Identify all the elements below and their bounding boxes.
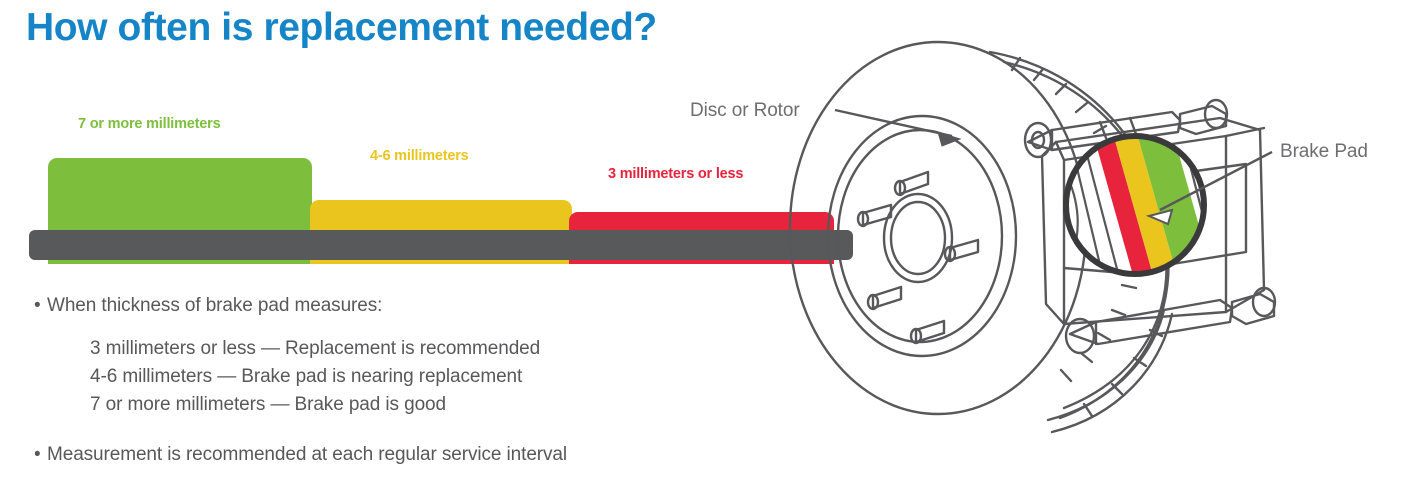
caliper-upper-bolt [1023,98,1229,159]
list-item: • When thickness of brake pad measures: [34,292,734,319]
arrowhead-disc [937,131,962,147]
bar-label-yellow: 4-6 millimeters [370,148,469,164]
lug-studs [856,170,980,345]
leader-line-disc [834,108,953,138]
magnifier-ring [1063,133,1207,277]
bullet-intro-text: When thickness of brake pad measures: [47,295,383,316]
bullet-dot-icon: • [34,444,41,465]
brake-assembly-illustration: Disc or Rotor Brake Pad [660,0,1410,479]
list-item: 3 millimeters or less — Replacement is r… [90,338,541,359]
bar-baseline-plate [29,230,853,260]
bullet-closing-text: Measurement is recommended at each regul… [47,444,568,465]
pad-band-red [1092,136,1156,274]
bullet-list: • When thickness of brake pad measures: … [34,292,734,468]
list-item: 7 or more millimeters — Brake pad is goo… [90,394,446,415]
brake-pad-magnifier [1063,133,1207,277]
brake-rotor-drawing [788,40,1277,434]
callout-label-brake-pad: Brake Pad [1280,141,1368,162]
caliper-lower-bolt [1064,286,1277,355]
thickness-sub-list: 3 millimeters or less — Replacement is r… [90,335,734,419]
rotor-face-outline [788,40,1088,416]
bar-label-red: 3 millimeters or less [608,166,744,182]
pad-band-yellow [1112,136,1180,274]
bar-label-green: 7 or more millimeters [78,116,221,132]
leader-line-pad [1159,150,1273,212]
list-item: • Measurement is recommended at each reg… [34,441,734,468]
callout-label-disc-or-rotor: Disc or Rotor [690,100,800,121]
list-item: 4-6 millimeters — Brake pad is nearing r… [90,366,523,387]
callout-leaders [834,108,1273,226]
arrowhead-pad [1145,208,1174,226]
bullet-dot-icon: • [34,295,41,316]
rotor-hat-outline [826,114,1018,358]
rotor-center-bore [882,192,954,284]
page-title: How often is replacement needed? [26,6,657,49]
